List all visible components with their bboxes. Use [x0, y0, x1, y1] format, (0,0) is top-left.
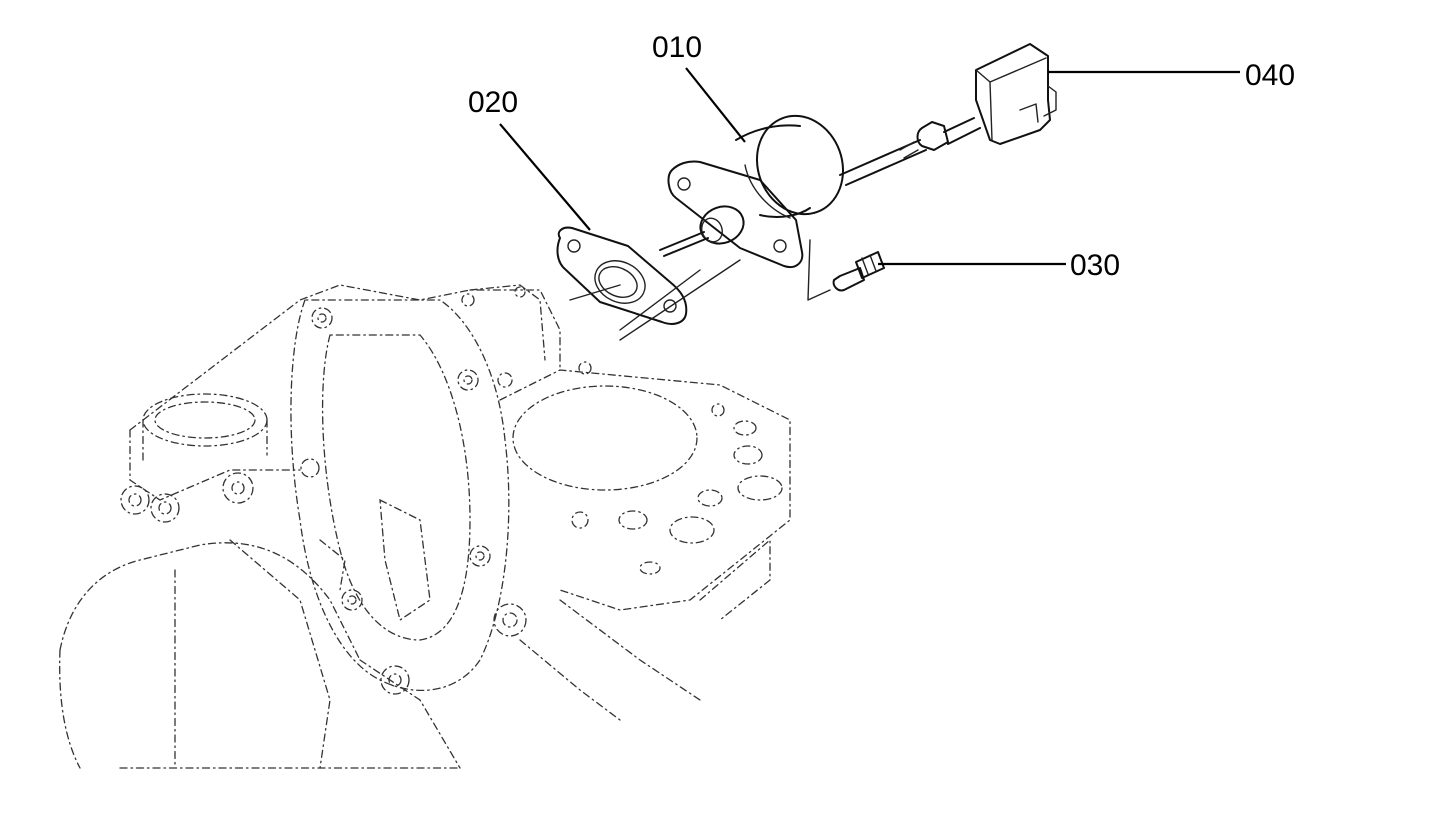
- gasket-part: [556, 226, 701, 331]
- solenoid-part: [619, 114, 927, 341]
- callout-020: 020: [468, 86, 518, 119]
- connector-part: [916, 43, 1057, 151]
- bolt-part: [832, 251, 885, 292]
- callout-010: 010: [652, 31, 702, 64]
- engine-block-outline: [59, 284, 791, 769]
- leader-line-020: [499, 123, 591, 231]
- callout-040: 040: [1245, 59, 1295, 92]
- leader-line-010: [685, 67, 746, 143]
- callout-030: 030: [1070, 249, 1120, 282]
